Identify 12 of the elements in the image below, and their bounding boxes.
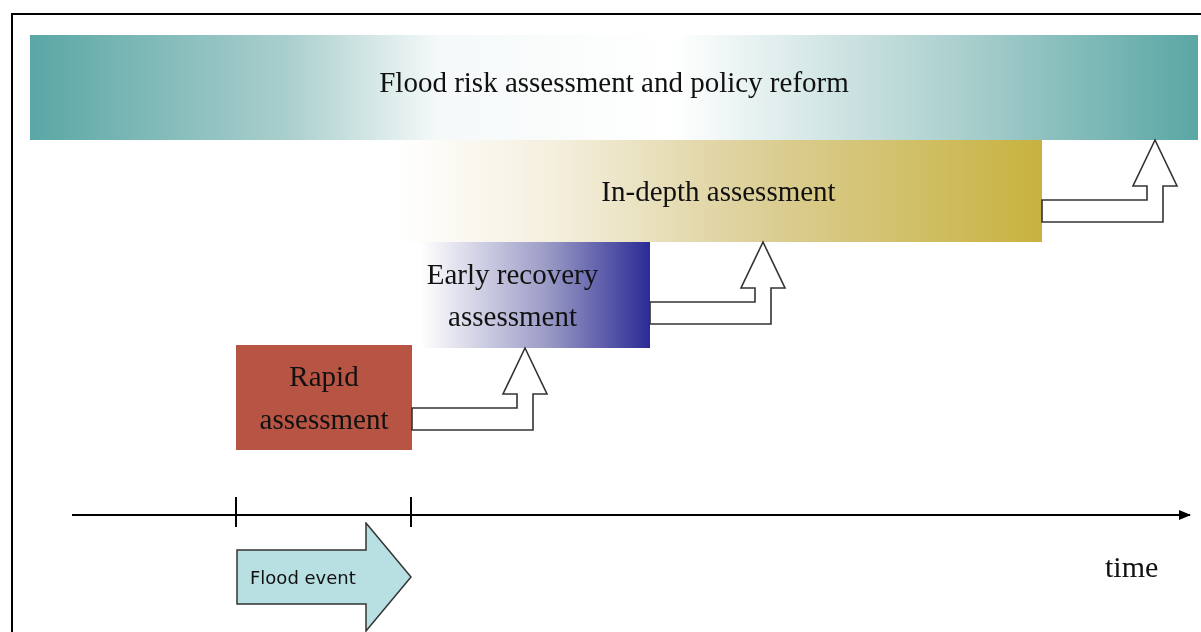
band-label: Early recovery assessment [425, 256, 600, 334]
timeline-band [236, 345, 412, 450]
bent-arrow [411, 346, 549, 431]
band-label: Rapid assessment [258, 359, 390, 437]
event-label: Flood event [250, 566, 356, 588]
band-label: Flood risk assessment and policy reform [379, 65, 849, 101]
bent-arrow [649, 240, 787, 325]
axis-label: time [1105, 550, 1159, 584]
timeline-band [30, 35, 1198, 140]
band-label: In-depth assessment [601, 173, 836, 209]
event-arrow [236, 522, 412, 632]
bent-arrow [1041, 138, 1179, 223]
